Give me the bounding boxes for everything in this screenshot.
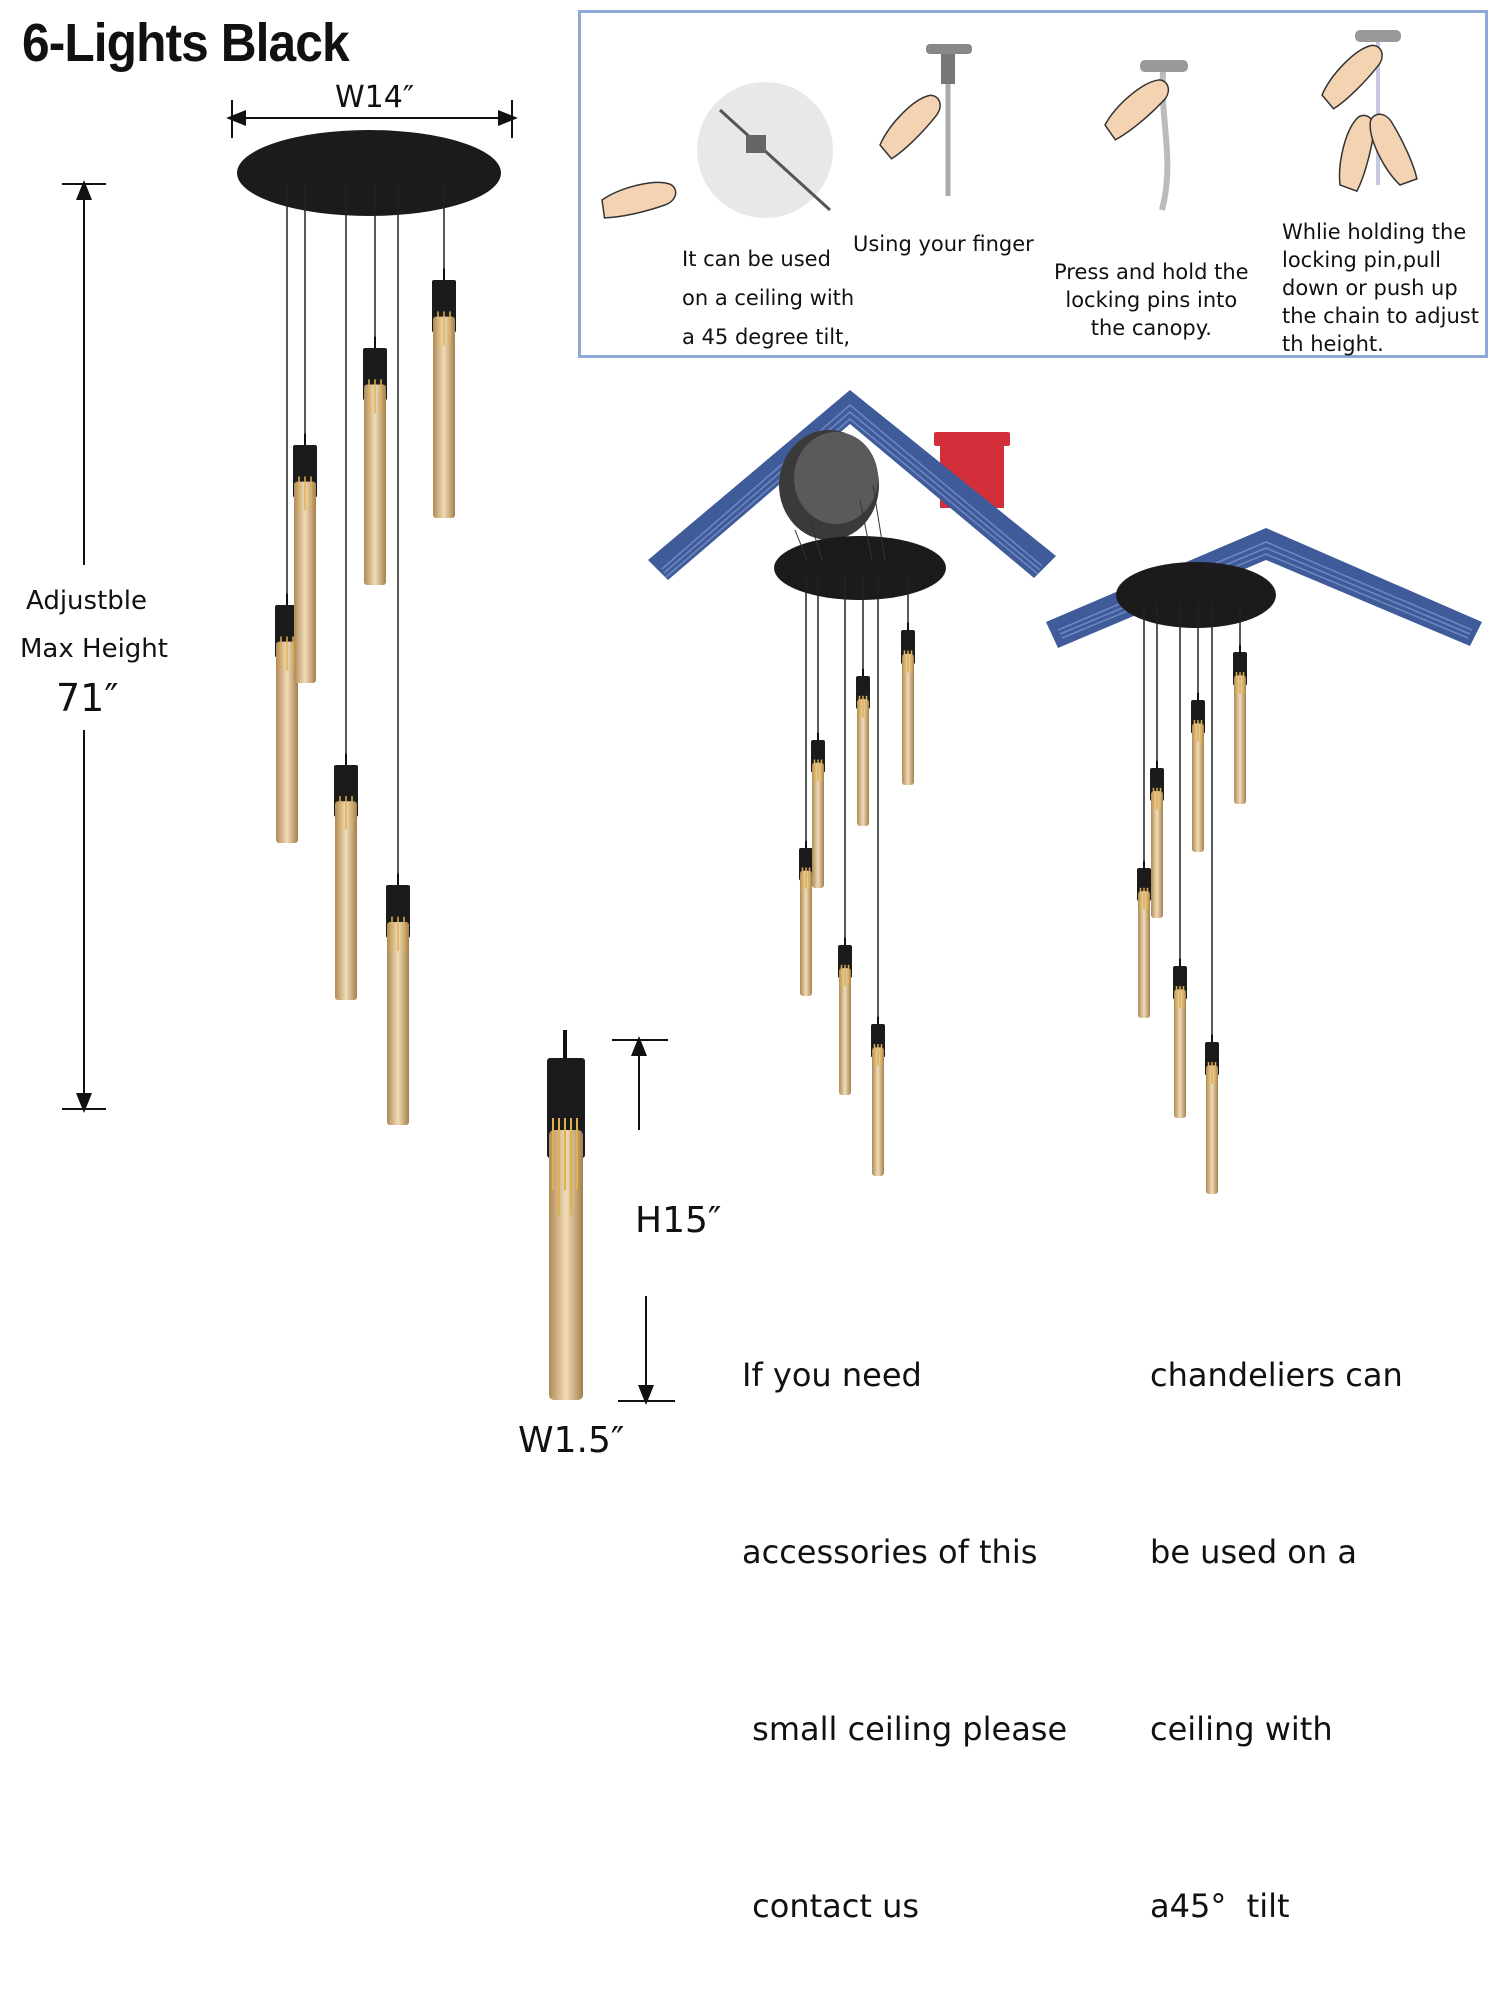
locking-pin-step-2 (941, 54, 955, 84)
chimney-cap (934, 432, 1010, 446)
canopy-pin-icon-step-2 (926, 44, 972, 54)
roof-1-chandelier-pendant-5-glass-tube (872, 1047, 884, 1176)
note-line: chandeliers can (1150, 1356, 1403, 1394)
finger-icon-step-3 (1104, 79, 1170, 141)
finger-icon-step-2 (879, 94, 941, 160)
pendant-height-label: H15″ (635, 1200, 722, 1241)
step-line: the chain to adjust (1282, 304, 1479, 328)
installation-guide-panel (578, 10, 1488, 358)
roof-2-chandelier-pendant-5-glass-tube (1206, 1065, 1218, 1194)
product-title: 6-Lights Black (22, 13, 350, 73)
canopy-mount-wire (872, 484, 886, 561)
step-line: It can be used (682, 247, 831, 271)
note-line: a45° tilt (1150, 1887, 1290, 1925)
tilt-cable (718, 108, 832, 212)
finger-icon-step-4-right (1369, 113, 1418, 186)
install-step-1-text: It can be used on a ceiling with a 45 de… (682, 240, 854, 357)
max-height-label-line1: Adjustble (26, 586, 147, 616)
detail-pendant-glass (549, 1130, 583, 1400)
roof-1-chandelier-pendant-1-glass-tube (800, 870, 812, 996)
tilt-note: chandeliers can be used on a ceiling wit… (1150, 1228, 1403, 1995)
install-step-2-text: Using your finger (853, 230, 1034, 258)
canopy-pin-icon-step-3 (1140, 60, 1188, 72)
tilted-canopy-face (794, 432, 878, 524)
main-chandelier-pendant-5-glass-tube (387, 921, 409, 1125)
roof-1-ridge-line (663, 411, 1041, 574)
roof-2-chandelier-canopy (1116, 562, 1276, 628)
step-line: Whlie holding the (1282, 220, 1467, 244)
sloped-roof-1 (648, 390, 1056, 580)
note-line: small ceiling please (742, 1710, 1068, 1748)
roof-1-chandelier-pendant-2-glass-tube (812, 762, 824, 888)
pendant-width-label: W1.5″ (518, 1420, 625, 1461)
roof-1-chandelier-canopy (774, 536, 946, 600)
note-line: accessories of this (742, 1533, 1038, 1571)
main-chandelier-pendant-4-glass-tube (364, 384, 386, 585)
step-line: Press and hold the (1054, 260, 1249, 284)
roof-2-chandelier-pendant-4-glass-tube (1192, 723, 1204, 852)
finger-icon-step-4-left (1338, 114, 1375, 193)
roof-1-chandelier-pendant-4-glass-tube (857, 699, 869, 826)
tilt-pin (746, 135, 766, 153)
roof-2-chandelier-pendant-2-glass-tube (1151, 791, 1163, 918)
note-line: contact us (742, 1887, 920, 1925)
roof-1-chandelier-pendant-6-glass-tube (902, 653, 914, 785)
max-height-value: 71″ (56, 676, 119, 720)
accessories-note: If you need accessories of this small ce… (742, 1228, 1067, 1995)
main-chandelier-pendant-1-glass-tube (276, 641, 298, 843)
note-line: ceiling with (1150, 1710, 1333, 1748)
step-line: a 45 degree tilt, (682, 325, 851, 349)
canopy-mount-wire (859, 499, 873, 561)
step-line: th height. (1282, 332, 1384, 356)
note-line: be used on a (1150, 1533, 1357, 1571)
roof-1-ridge-line (665, 418, 1039, 578)
install-step-3-text: Press and hold the locking pins into the… (1054, 258, 1249, 342)
roof-1-chandelier-pendant-3-glass-tube (839, 968, 851, 1095)
canopy-pin-icon-step-4 (1355, 30, 1401, 42)
note-line: If you need (742, 1356, 922, 1394)
canopy-mount-wire (809, 519, 823, 561)
step-line: on a ceiling with (682, 286, 855, 310)
step-line: the canopy. (1090, 316, 1212, 340)
main-chandelier-pendant-3-glass-tube (335, 801, 357, 1000)
roof-2-chandelier-pendant-3-glass-tube (1174, 989, 1186, 1118)
step-line: Using your finger (853, 232, 1034, 256)
main-chandelier-pendant-2-glass-tube (294, 481, 316, 683)
max-height-label-line2: Max Height (20, 634, 168, 664)
canopy-width-label: W14″ (335, 80, 415, 115)
main-chandelier-pendant-6-glass-tube (433, 316, 455, 518)
product-illustration (62, 30, 1482, 1405)
step-line: locking pin,pull (1282, 248, 1441, 272)
main-chandelier-canopy (237, 130, 501, 216)
finger-icon-step-1 (601, 181, 677, 219)
roof-2-chandelier-pendant-1-glass-tube (1138, 891, 1150, 1018)
install-step-4-text: Whlie holding the locking pin,pull down … (1282, 218, 1479, 358)
step-line: locking pins into (1065, 288, 1238, 312)
roof-1-ridge-line (661, 404, 1043, 570)
canopy-mount-wire (794, 529, 808, 561)
step-line: down or push up (1282, 276, 1458, 300)
finger-icon-step-4-top (1321, 44, 1383, 110)
roof-2-chandelier-pendant-6-glass-tube (1234, 675, 1246, 804)
